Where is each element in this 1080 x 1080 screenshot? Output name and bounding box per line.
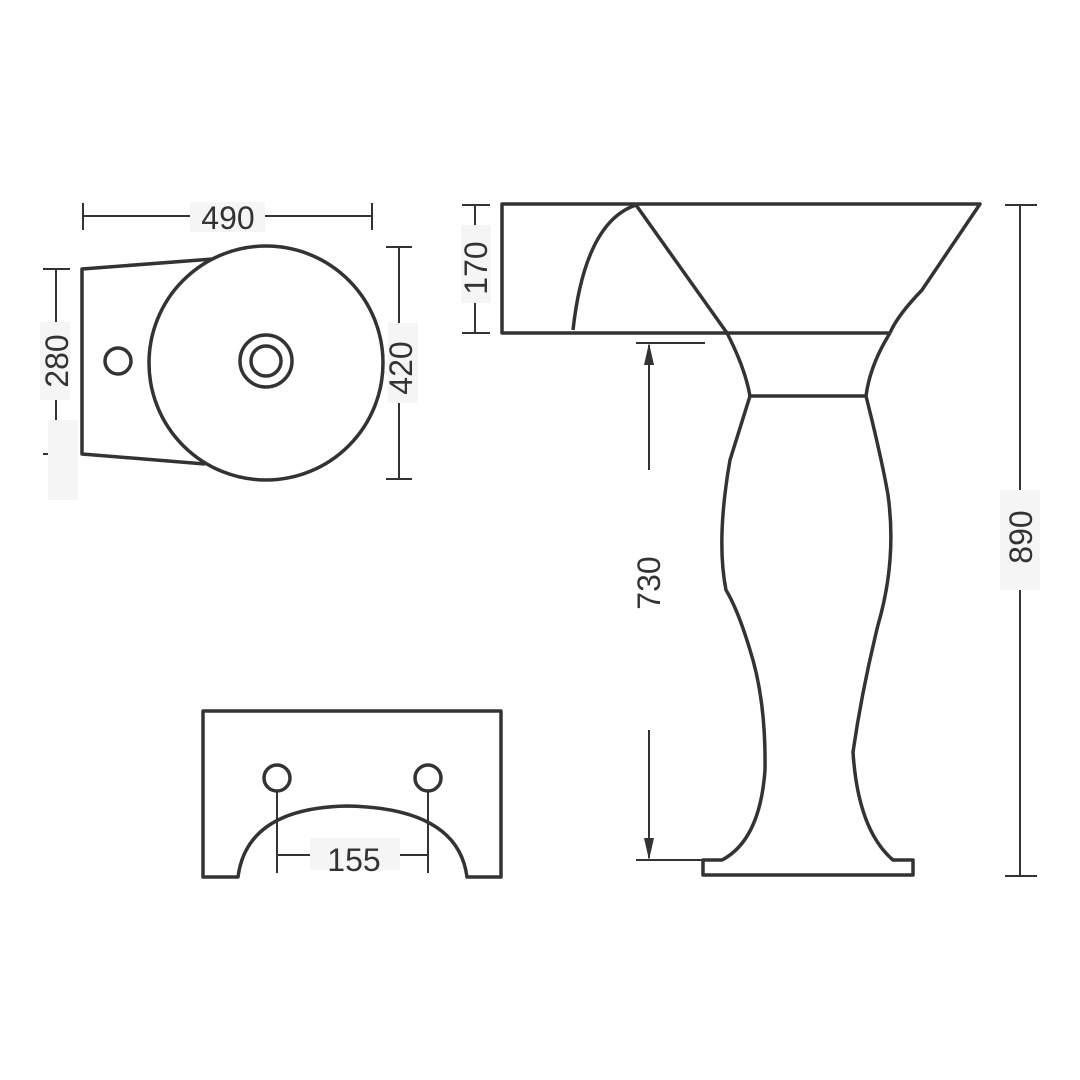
- dimension-depth: 280: [39, 268, 78, 500]
- drain-outer: [238, 333, 294, 389]
- dimension-label-width: 490: [201, 200, 254, 236]
- dimension-label-bowl: 420: [383, 341, 419, 394]
- basin-outline: [500, 202, 982, 335]
- dimension-label-hole-spacing: 155: [327, 842, 380, 878]
- drain-inner: [249, 344, 283, 378]
- front-view-outline: [201, 709, 503, 879]
- dimension-width: 490: [82, 200, 373, 236]
- dimension-hole-spacing: 155: [276, 791, 429, 878]
- dimension-label-total-height: 890: [1003, 510, 1039, 563]
- bowl-curve: [571, 203, 637, 331]
- dimension-label-pedestal-height: 730: [631, 556, 667, 609]
- dimension-label-depth: 280: [39, 334, 75, 387]
- mounting-hole-right: [413, 763, 443, 793]
- dimension-bowl: 420: [383, 246, 419, 480]
- pedestal-outline: [701, 394, 915, 877]
- dimension-label-basin-height: 170: [458, 241, 494, 294]
- bowl-outline: [147, 244, 385, 482]
- dimension-total-height: 890: [1000, 204, 1040, 877]
- neck-right: [864, 332, 892, 397]
- basin-inner-line: [634, 203, 752, 397]
- side-view: 170 730 890: [458, 202, 1040, 877]
- tap-hole: [103, 346, 133, 376]
- front-view: 155: [201, 709, 503, 879]
- top-view: 490 280 420: [39, 200, 419, 500]
- mounting-hole-left: [262, 763, 292, 793]
- top-view-back-outline: [80, 257, 214, 466]
- dimension-basin-height: 170: [458, 204, 494, 334]
- dimension-pedestal-height: 730: [631, 342, 705, 861]
